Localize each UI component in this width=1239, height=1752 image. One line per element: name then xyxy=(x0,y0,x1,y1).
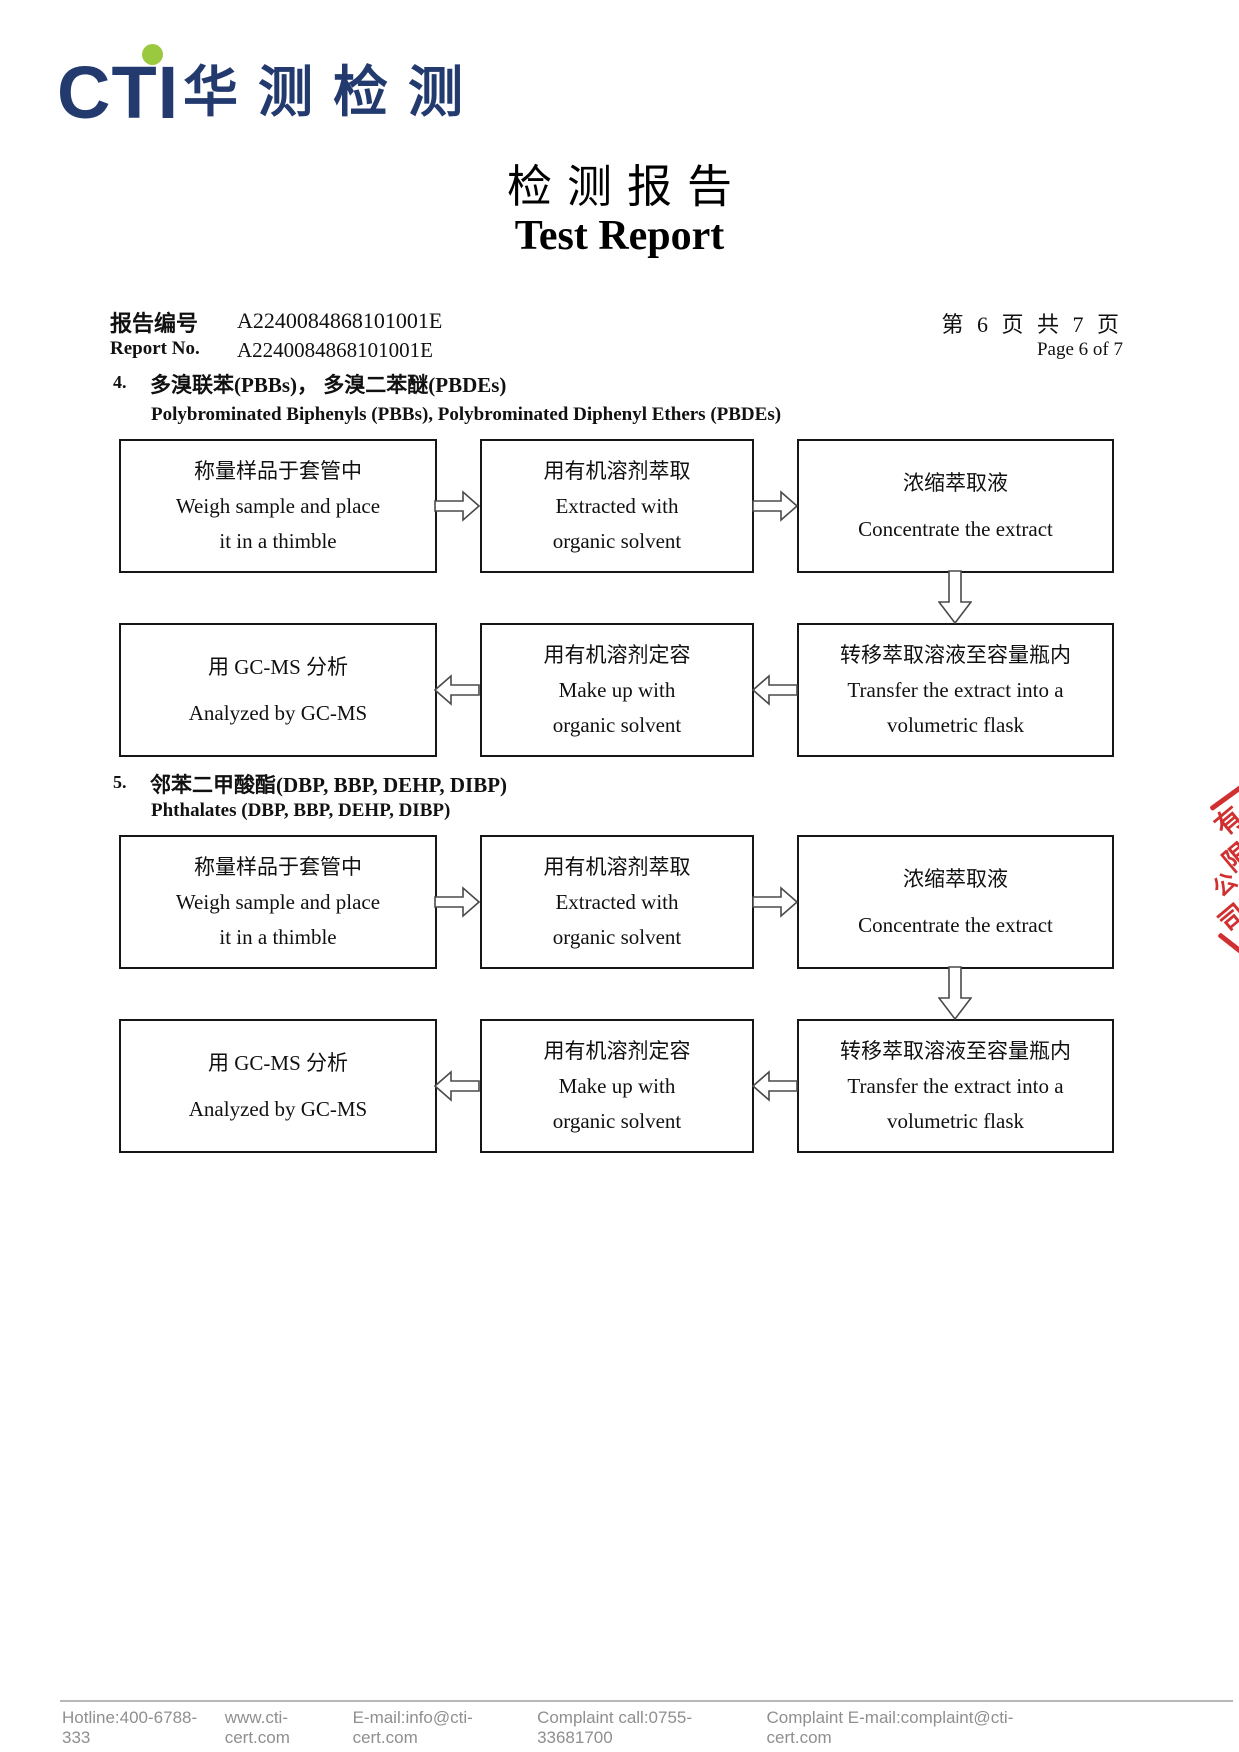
report-title-chinese: 检测报告 xyxy=(506,162,747,212)
report-no-label-en: Report No. xyxy=(110,338,200,359)
flow-box-line: volumetric flask xyxy=(886,712,1025,737)
flow-box-make-up: 用有机溶剂定容 Make up with organic solvent xyxy=(480,1019,754,1153)
report-title-english: Test Report xyxy=(514,213,725,259)
flow-box-line: Extracted with xyxy=(555,493,679,518)
flow-box-line: 转移萃取溶液至容量瓶内 xyxy=(840,642,1071,667)
footer: Hotline:400-6788-333 www.cti-cert.com E-… xyxy=(62,1708,1077,1748)
flow-box-line: Weigh sample and place xyxy=(175,889,381,914)
flow-box-line: 浓缩萃取液 xyxy=(903,866,1008,891)
flowchart-phthalates: 称量样品于套管中 Weigh sample and place it in a … xyxy=(0,835,1239,1155)
flow-box-line: 称量样品于套管中 xyxy=(194,854,362,879)
flow-box-line: 称量样品于套管中 xyxy=(194,458,362,483)
section-5-title-en: Phthalates (DBP, BBP, DEHP, DIBP) xyxy=(151,800,451,821)
arrow-right-icon xyxy=(434,886,480,918)
flow-box-line: it in a thimble xyxy=(219,924,337,949)
logo-dot-icon xyxy=(142,44,163,65)
arrow-right-icon xyxy=(434,490,480,522)
arrow-left-icon xyxy=(752,1070,798,1102)
arrow-right-icon xyxy=(752,886,798,918)
section-5-title-cn: 邻苯二甲酸酯(DBP, BBP, DEHP, DIBP) xyxy=(150,773,508,797)
section-4-title-cn: 多溴联苯(PBBs)， 多溴二苯醚(PBDEs) xyxy=(150,373,507,397)
flow-box-line: Analyzed by GC-MS xyxy=(188,1097,368,1122)
flow-box-line: Transfer the extract into a xyxy=(847,677,1064,702)
arrow-right-icon xyxy=(752,490,798,522)
flow-box-concentrate: 浓缩萃取液 Concentrate the extract xyxy=(797,439,1114,573)
flow-box-line: Weigh sample and place xyxy=(175,493,381,518)
arrow-left-icon xyxy=(434,674,480,706)
flow-box-line: organic solvent xyxy=(552,528,682,553)
flow-box-line: 用有机溶剂定容 xyxy=(543,642,691,667)
flow-box-line: organic solvent xyxy=(552,712,682,737)
flow-box-transfer: 转移萃取溶液至容量瓶内 Transfer the extract into a … xyxy=(797,1019,1114,1153)
footer-email: E-mail:info@cti-cert.com xyxy=(352,1708,473,1747)
section-4-title-en: Polybrominated Biphenyls (PBBs), Polybro… xyxy=(151,404,782,425)
footer-complaint-email: Complaint E-mail:complaint@cti-cert.com xyxy=(766,1708,1014,1747)
footer-divider xyxy=(60,1700,1233,1702)
flow-box-make-up: 用有机溶剂定容 Make up with organic solvent xyxy=(480,623,754,757)
flow-box-line: 用有机溶剂定容 xyxy=(543,1038,691,1063)
arrow-down-icon xyxy=(938,570,972,624)
page-indicator-cn: 第 6 页 共 7 页 xyxy=(941,312,1123,337)
flow-box-line: Extracted with xyxy=(555,889,679,914)
page-indicator-en: Page 6 of 7 xyxy=(1036,339,1123,360)
flow-box-extract: 用有机溶剂萃取 Extracted with organic solvent xyxy=(480,835,754,969)
footer-complaint-call: Complaint call:0755-33681700 xyxy=(537,1708,693,1747)
flowchart-pbbs-pbdes: 称量样品于套管中 Weigh sample and place it in a … xyxy=(0,439,1239,759)
flow-box-line: organic solvent xyxy=(552,1108,682,1133)
flow-box-line: 用 GC-MS 分析 xyxy=(207,1050,349,1075)
section-5-number: 5. xyxy=(113,772,127,792)
arrow-left-icon xyxy=(752,674,798,706)
footer-hotline: Hotline:400-6788-333 xyxy=(62,1708,198,1747)
flow-box-line: Analyzed by GC-MS xyxy=(188,701,368,726)
flow-box-line: 浓缩萃取液 xyxy=(903,470,1008,495)
flow-box-concentrate: 浓缩萃取液 Concentrate the extract xyxy=(797,835,1114,969)
footer-website: www.cti-cert.com xyxy=(224,1708,290,1747)
arrow-left-icon xyxy=(434,1070,480,1102)
flow-box-weigh-sample: 称量样品于套管中 Weigh sample and place it in a … xyxy=(119,835,437,969)
flow-box-line: 用有机溶剂萃取 xyxy=(543,458,691,483)
flow-box-line: organic solvent xyxy=(552,924,682,949)
flow-box-line: Transfer the extract into a xyxy=(847,1073,1064,1098)
flow-box-line: Make up with xyxy=(558,1073,676,1098)
flow-box-weigh-sample: 称量样品于套管中 Weigh sample and place it in a … xyxy=(119,439,437,573)
flow-box-line: Make up with xyxy=(558,677,676,702)
section-4-number: 4. xyxy=(113,372,127,392)
flow-box-line: Concentrate the extract xyxy=(858,517,1053,542)
flow-box-line: 转移萃取溶液至容量瓶内 xyxy=(840,1038,1071,1063)
flow-box-line: volumetric flask xyxy=(886,1108,1025,1133)
report-no-value-cn: A2240084868101001E xyxy=(237,308,443,333)
report-no-value-en: A2240084868101001E xyxy=(237,338,433,362)
flow-box-transfer: 转移萃取溶液至容量瓶内 Transfer the extract into a … xyxy=(797,623,1114,757)
flow-box-extract: 用有机溶剂萃取 Extracted with organic solvent xyxy=(480,439,754,573)
flow-box-line: Concentrate the extract xyxy=(858,913,1053,938)
flow-box-line: 用有机溶剂萃取 xyxy=(543,854,691,879)
flow-box-line: it in a thimble xyxy=(219,528,337,553)
flow-box-analyze: 用 GC-MS 分析 Analyzed by GC-MS xyxy=(119,623,437,757)
cti-logo-chinese: 华测检测 xyxy=(183,61,484,123)
flow-box-analyze: 用 GC-MS 分析 Analyzed by GC-MS xyxy=(119,1019,437,1153)
cti-logo: CTI xyxy=(57,51,180,134)
flow-box-line: 用 GC-MS 分析 xyxy=(207,654,349,679)
report-no-label-cn: 报告编号 xyxy=(110,311,199,336)
arrow-down-icon xyxy=(938,966,972,1020)
